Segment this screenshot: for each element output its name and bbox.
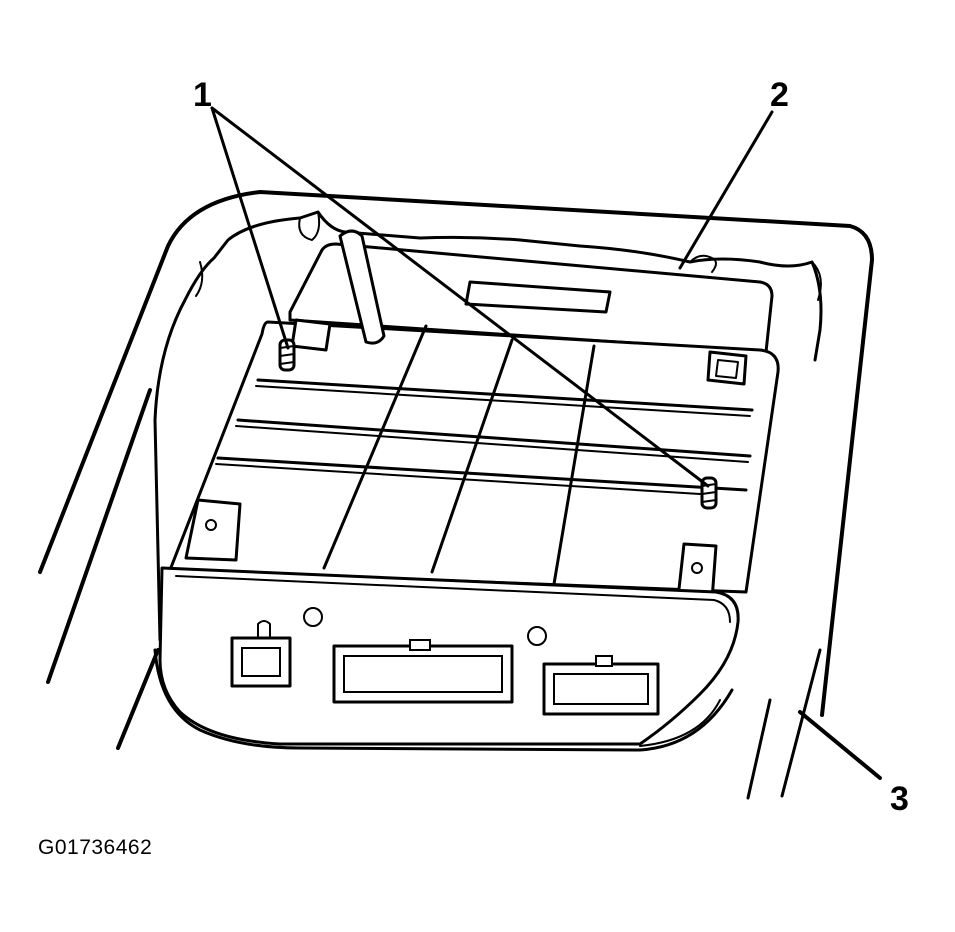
connector-small [230, 620, 292, 688]
module-rear-housing [288, 242, 774, 354]
callout-1: 1 [193, 76, 212, 114]
callout-3: 3 [890, 780, 909, 818]
fastener-right [700, 476, 718, 510]
mounting-tab-right [676, 542, 718, 602]
callout-2: 2 [770, 76, 789, 114]
connector-medium [542, 655, 660, 716]
connector-large [332, 639, 514, 704]
leader-lines [210, 106, 774, 488]
module-top-plate [168, 320, 780, 594]
latch-top-left [290, 318, 332, 352]
mounting-tab-left [184, 498, 242, 562]
module-post [338, 229, 386, 345]
trim-panel [38, 190, 882, 800]
panel-opening [153, 210, 823, 642]
figure-id-label: G01736462 [38, 836, 153, 859]
